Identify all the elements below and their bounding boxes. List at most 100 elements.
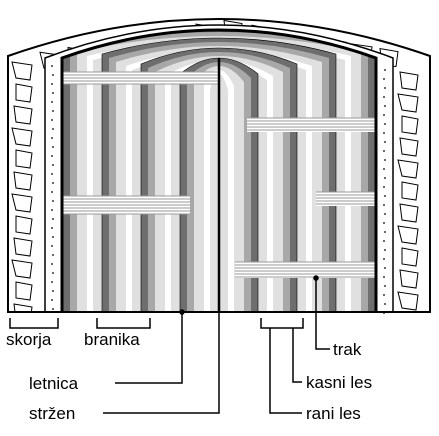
phloem-dot bbox=[51, 137, 53, 139]
ray-leader bbox=[315, 278, 330, 350]
phloem-dot bbox=[384, 69, 386, 71]
bark-cell bbox=[15, 83, 33, 103]
phloem-dot bbox=[384, 87, 386, 89]
label-bark: skorja bbox=[6, 330, 52, 349]
bark-cell bbox=[13, 171, 33, 191]
label-earlywood: rani les bbox=[306, 404, 361, 423]
bark-cell bbox=[15, 281, 33, 301]
phloem-dot bbox=[383, 168, 385, 170]
phloem-dots bbox=[51, 65, 386, 314]
bark-cell bbox=[397, 291, 419, 311]
phloem-dot bbox=[383, 204, 385, 206]
bark-cell bbox=[402, 314, 418, 332]
bark-cell bbox=[15, 215, 33, 235]
growth-ring-leader bbox=[115, 312, 183, 384]
bark-cell bbox=[15, 149, 33, 169]
phloem-dot bbox=[383, 96, 385, 98]
phloem-dot bbox=[51, 227, 53, 229]
phloem-dot bbox=[384, 231, 386, 233]
bark-cell bbox=[11, 61, 33, 81]
bark-cell bbox=[13, 303, 33, 312]
bark-cell bbox=[397, 225, 419, 245]
phloem-dot bbox=[52, 254, 54, 256]
phloem-dot bbox=[383, 150, 385, 152]
phloem-dot bbox=[52, 128, 54, 130]
bark-cell bbox=[399, 203, 419, 223]
latewood-leader bbox=[292, 328, 302, 383]
phloem-dot bbox=[51, 83, 53, 85]
bark-cell bbox=[401, 181, 419, 201]
phloem-dot bbox=[383, 276, 385, 278]
label-growth-ring: letnica bbox=[29, 374, 79, 393]
bark-cell bbox=[397, 93, 419, 113]
phloem-dot bbox=[383, 114, 385, 116]
phloem-dot bbox=[383, 78, 385, 80]
bark-cell bbox=[401, 247, 419, 267]
phloem-dot bbox=[52, 92, 54, 94]
label-latewood: kasni les bbox=[306, 373, 372, 392]
phloem-dot bbox=[51, 299, 53, 301]
bark-cell bbox=[399, 137, 419, 157]
bark-bracket bbox=[9, 318, 59, 329]
wood-body bbox=[60, 28, 378, 312]
phloem-dot bbox=[383, 294, 385, 296]
cambium-outline bbox=[60, 28, 378, 312]
phloem-dot bbox=[383, 186, 385, 188]
label-cambium: branika bbox=[84, 330, 140, 349]
bark-cell bbox=[397, 159, 419, 179]
phloem-dot bbox=[383, 222, 385, 224]
phloem-dot bbox=[51, 191, 53, 193]
growth-ring-dot bbox=[179, 309, 185, 315]
ray-bar bbox=[235, 262, 376, 278]
phloem-dot bbox=[384, 105, 386, 107]
phloem-dot bbox=[384, 249, 386, 251]
leader-lines bbox=[9, 275, 330, 414]
phloem-dot bbox=[51, 101, 53, 103]
phloem-dot bbox=[52, 146, 54, 148]
phloem-dot bbox=[52, 182, 54, 184]
bark-cell bbox=[11, 127, 33, 147]
phloem-dot bbox=[384, 123, 386, 125]
phloem-dot bbox=[51, 209, 53, 211]
phloem-dot bbox=[384, 267, 386, 269]
phloem-dot bbox=[383, 132, 385, 134]
bark-cell bbox=[13, 105, 33, 125]
phloem-dot bbox=[51, 155, 53, 157]
bark-cell bbox=[401, 115, 419, 135]
phloem-dot bbox=[52, 110, 54, 112]
cambium-bracket bbox=[96, 318, 151, 329]
ray-dot bbox=[313, 275, 319, 281]
bark-cell bbox=[11, 259, 33, 279]
phloem-dot bbox=[384, 159, 386, 161]
rays bbox=[62, 71, 376, 278]
phloem-dot bbox=[52, 272, 54, 274]
phloem-dot bbox=[51, 281, 53, 283]
phloem-dot bbox=[384, 213, 386, 215]
phloem-dot bbox=[52, 74, 54, 76]
bark-cell bbox=[11, 193, 33, 213]
phloem-dot bbox=[51, 263, 53, 265]
phloem-dot bbox=[384, 141, 386, 143]
phloem-dot bbox=[51, 65, 53, 67]
phloem-dot bbox=[384, 195, 386, 197]
phloem-dot bbox=[383, 240, 385, 242]
phloem-dot bbox=[52, 290, 54, 292]
phloem-dot bbox=[52, 308, 54, 310]
phloem-dot bbox=[52, 218, 54, 220]
earlywood-bracket bbox=[260, 318, 304, 329]
phloem-dot bbox=[51, 245, 53, 247]
phloem-dot bbox=[384, 303, 386, 305]
bark-cell bbox=[399, 71, 419, 91]
phloem-dot bbox=[51, 173, 53, 175]
bark-cell bbox=[13, 237, 33, 257]
phloem-dot bbox=[52, 200, 54, 202]
label-pith: stržen bbox=[29, 404, 75, 423]
phloem-dot bbox=[51, 119, 53, 121]
pith-leader bbox=[103, 312, 220, 414]
bark-cell bbox=[399, 269, 419, 289]
earlywood-leader bbox=[269, 328, 302, 414]
phloem-dot bbox=[383, 258, 385, 260]
phloem-dot bbox=[384, 285, 386, 287]
phloem-dot bbox=[52, 236, 54, 238]
